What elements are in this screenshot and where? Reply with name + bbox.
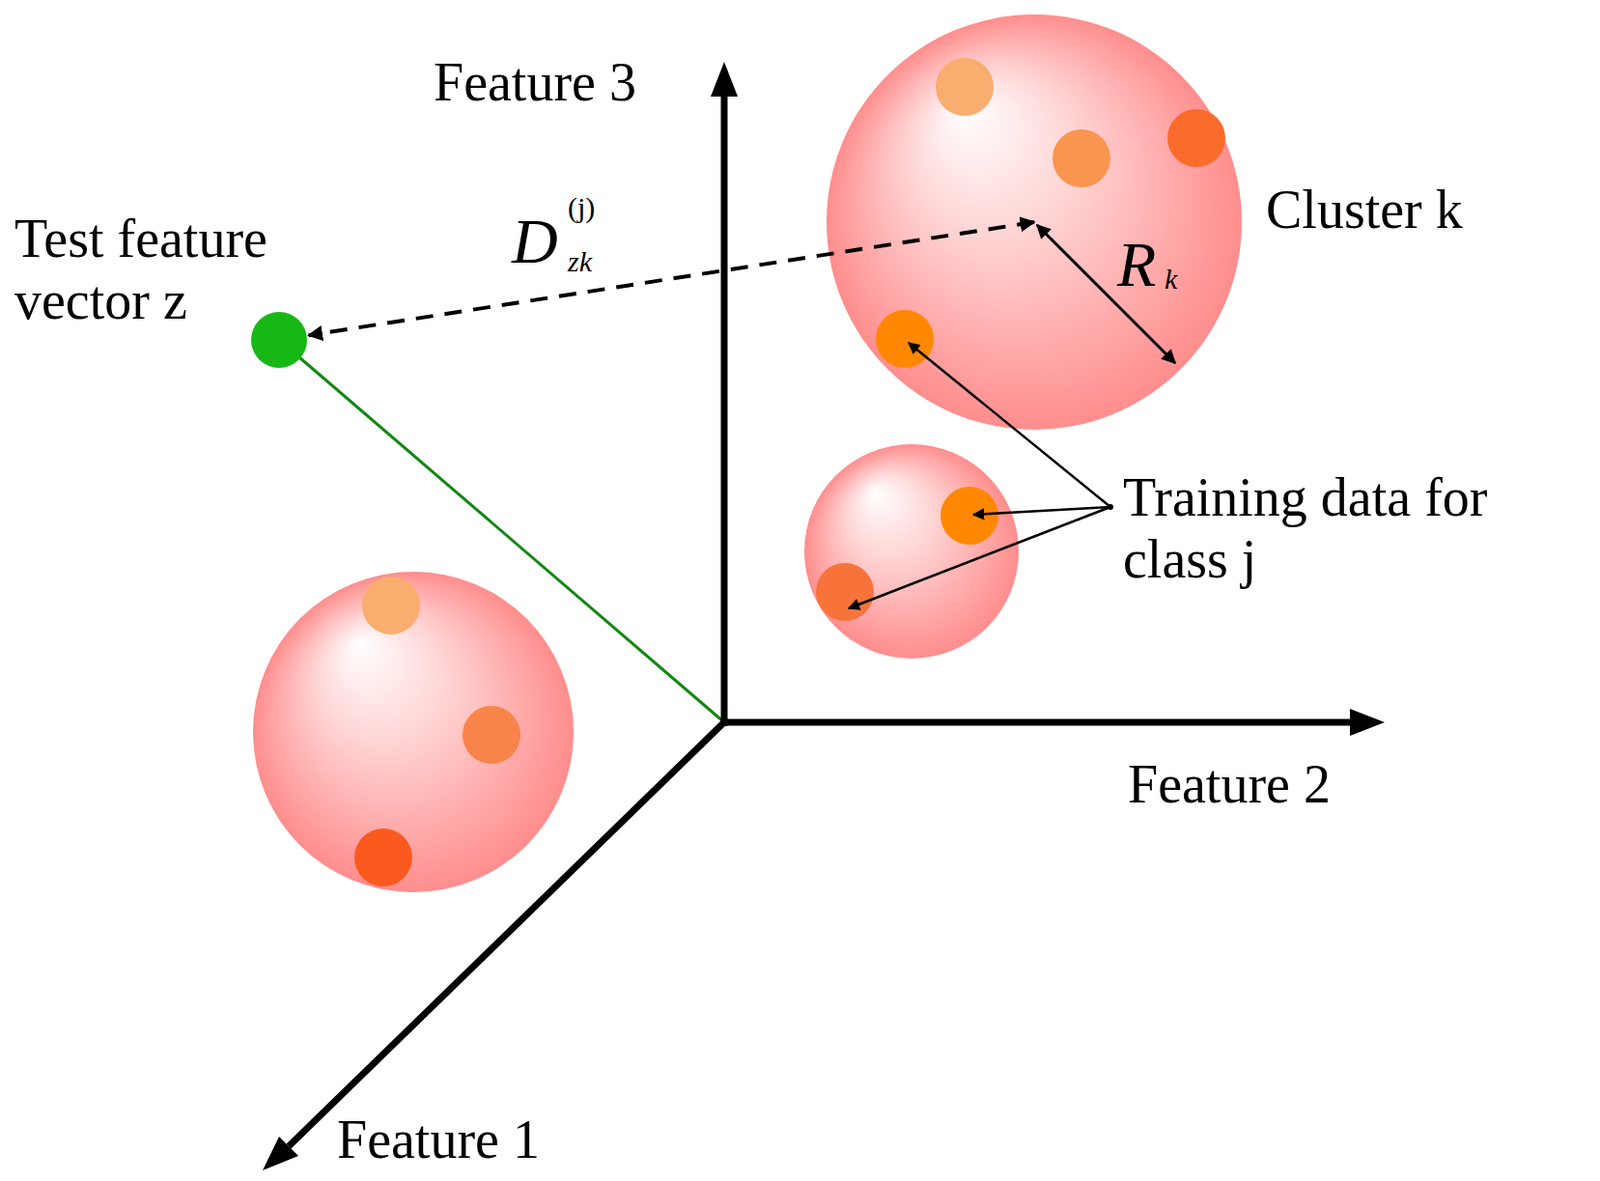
test-point-dot <box>251 311 308 368</box>
feature-point: Test feature vector z <box>14 207 311 372</box>
sphere-fill <box>826 14 1242 430</box>
distance-symbol: D <box>511 204 559 279</box>
sphere-shape <box>826 14 1242 430</box>
axis-arrowhead <box>262 1136 299 1171</box>
math-symbol: R <box>1117 227 1156 302</box>
cluster-heading: Cluster k <box>1265 178 1463 241</box>
axis-label: Feature 1 <box>336 1108 540 1171</box>
axis-line <box>721 92 729 727</box>
training-point <box>462 705 521 764</box>
cluster-sphere <box>804 444 1019 659</box>
axis-arrowhead <box>1349 708 1385 736</box>
point-label: Test feature vector z <box>14 207 305 333</box>
leader-junction <box>1107 504 1114 510</box>
axis-line <box>288 720 727 1147</box>
cluster-sphere <box>252 571 574 893</box>
training-point <box>354 828 413 887</box>
training-point <box>362 576 421 635</box>
callout-label: Training data for class j <box>1122 466 1529 591</box>
leader-line <box>973 506 1111 515</box>
leader-line <box>848 506 1111 609</box>
axis-arrowhead <box>710 61 738 97</box>
training-point <box>815 562 874 621</box>
axis-line <box>720 719 1352 727</box>
math-symbol: zk <box>567 245 592 280</box>
axis-label: Feature 2 <box>1127 753 1331 815</box>
math-symbol: k <box>1164 262 1178 297</box>
cluster-sphere: Cluster k <box>826 14 1242 430</box>
axis-label: Feature 3 <box>433 51 637 113</box>
math-symbol: (j) <box>567 191 595 225</box>
training-point <box>940 486 999 545</box>
point-shape <box>249 309 309 370</box>
vector-line <box>279 339 725 723</box>
